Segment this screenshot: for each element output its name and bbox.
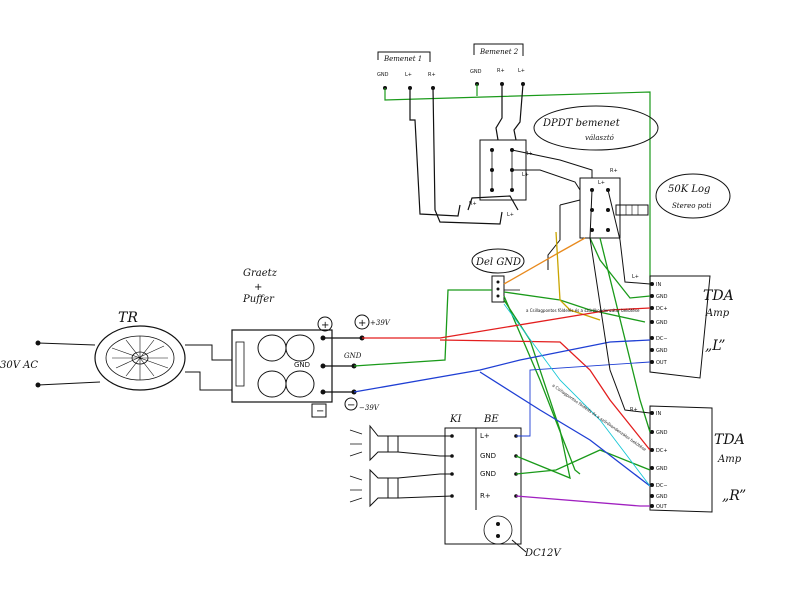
power-terminals: + +39V GND − −39V: [344, 314, 391, 412]
amp-right-pin-in: IN: [656, 411, 661, 417]
transformer: TR: [94, 310, 186, 391]
rectifier-label: Graetz: [243, 268, 278, 279]
dpdt-label-2: választó: [585, 134, 614, 142]
amp-right: TDA Amp „R” IN GND DC+ GND DC− GND OUT R…: [630, 405, 746, 513]
amp-left: TDA Amp „L” IN GND DC+ GND DC− GND OUT L…: [632, 274, 734, 379]
input-1-label: Bemenet 1: [383, 55, 422, 63]
star-ground-label: Del GND: [475, 257, 521, 268]
ki-label: KI: [449, 414, 462, 425]
amp-left-title: TDA: [703, 288, 734, 304]
amp-right-ch: „R”: [722, 488, 746, 504]
rectifier-buffer: Graetz + Puffer GND + −: [231, 268, 333, 418]
input-2-pin-l: L+: [518, 68, 525, 74]
dpdt-switch[interactable]: R+ L+ R+ L+: [469, 139, 533, 218]
spk-pin-gnd1: GND: [480, 452, 496, 460]
input-2-label: Bemenet 2: [479, 48, 519, 56]
speaker-lower: [349, 468, 453, 508]
rectifier-label-2: Puffer: [242, 294, 275, 305]
dpdt-label: DPDT bemenet: [542, 118, 621, 129]
v-minus-label: −39V: [359, 404, 380, 412]
amp-left-pin-dcm: DC−: [656, 336, 668, 342]
amp-left-pin-gnd2: GND: [656, 320, 668, 326]
amp-right-title: TDA: [714, 432, 745, 448]
note-cyan-2: a Csillagpontos földelés és a szűrőkonde…: [551, 383, 647, 452]
input-1-pin-l: L+: [405, 72, 412, 78]
spk-pin-l: L+: [480, 432, 490, 440]
input-2-connector: Bemenet 2 GND R+ L+: [470, 43, 525, 86]
speaker-block: KI BE L+ GND GND R+ DC12V: [444, 414, 562, 559]
pot-label-bubble: 50K Log Stereo poti: [655, 173, 731, 219]
dpdt-pin-l2: L+: [507, 212, 514, 218]
pot-label-2: Stereo poti: [672, 202, 711, 210]
colored-wires: [353, 231, 651, 507]
spk-pin-r: R+: [480, 492, 491, 500]
pot-label: 50K Log: [668, 184, 710, 195]
spk-pin-gnd2: GND: [480, 470, 496, 478]
amp-left-pin-gnd3: GND: [656, 348, 668, 354]
ac-input-label: 30V AC: [0, 360, 38, 371]
amp-right-pin-dcm: DC−: [656, 483, 668, 489]
input-1-pin-gnd: GND: [377, 72, 389, 78]
dpdt-pin-l: L+: [522, 172, 529, 178]
dpdt-label-bubble: DPDT bemenet választó: [533, 105, 659, 151]
amp-left-pin-gnd1: GND: [656, 294, 668, 300]
transformer-label: TR: [118, 310, 138, 326]
pot-pin-l: L+: [598, 180, 605, 186]
input-2-pin-gnd: GND: [470, 69, 482, 75]
dpdt-pin-r2: R+: [469, 201, 477, 207]
amp-left-pin-dcp: DC+: [656, 306, 668, 312]
amp-right-pin-dcp: DC+: [656, 448, 668, 454]
star-ground: Del GND: [471, 248, 525, 303]
svg-text:−: −: [347, 400, 355, 411]
amp-right-in-r: R+: [630, 407, 638, 413]
amp-right-pin-gnd1: GND: [656, 430, 668, 436]
dc12-label: DC12V: [524, 548, 562, 559]
amp-left-pin-out: OUT: [656, 360, 668, 366]
amp-right-pin-out: OUT: [656, 504, 668, 510]
rectifier-plus: +: [254, 282, 262, 293]
amp-right-pin-gnd3: GND: [656, 494, 668, 500]
input-1-pin-r: R+: [428, 72, 436, 78]
amp-left-ch: „L”: [705, 338, 725, 354]
pot-pin-r: R+: [610, 168, 618, 174]
be-label: BE: [483, 414, 499, 425]
svg-text:+: +: [358, 318, 366, 329]
amp-right-pin-gnd2: GND: [656, 466, 668, 472]
rectifier-minus-terminal: −: [316, 406, 324, 417]
rectifier-gnd: GND: [294, 361, 310, 369]
speaker-upper: [349, 424, 452, 462]
amp-left-sub: Amp: [705, 308, 730, 319]
input-1-connector: Bemenet 1 GND L+ R+: [377, 51, 436, 90]
amp-left-pin-in: IN: [656, 282, 661, 288]
gnd-label: GND: [344, 352, 362, 360]
input-wires: [384, 83, 651, 290]
rectifier-plus-terminal: +: [321, 320, 329, 331]
amp-left-in-l: L+: [632, 274, 639, 280]
amp-right-sub: Amp: [717, 454, 742, 465]
v-plus-label: +39V: [370, 319, 391, 327]
input-2-pin-r: R+: [497, 68, 505, 74]
note-cyan-1: a Csillagpontos földelés és a szűrőkonde…: [526, 308, 640, 313]
